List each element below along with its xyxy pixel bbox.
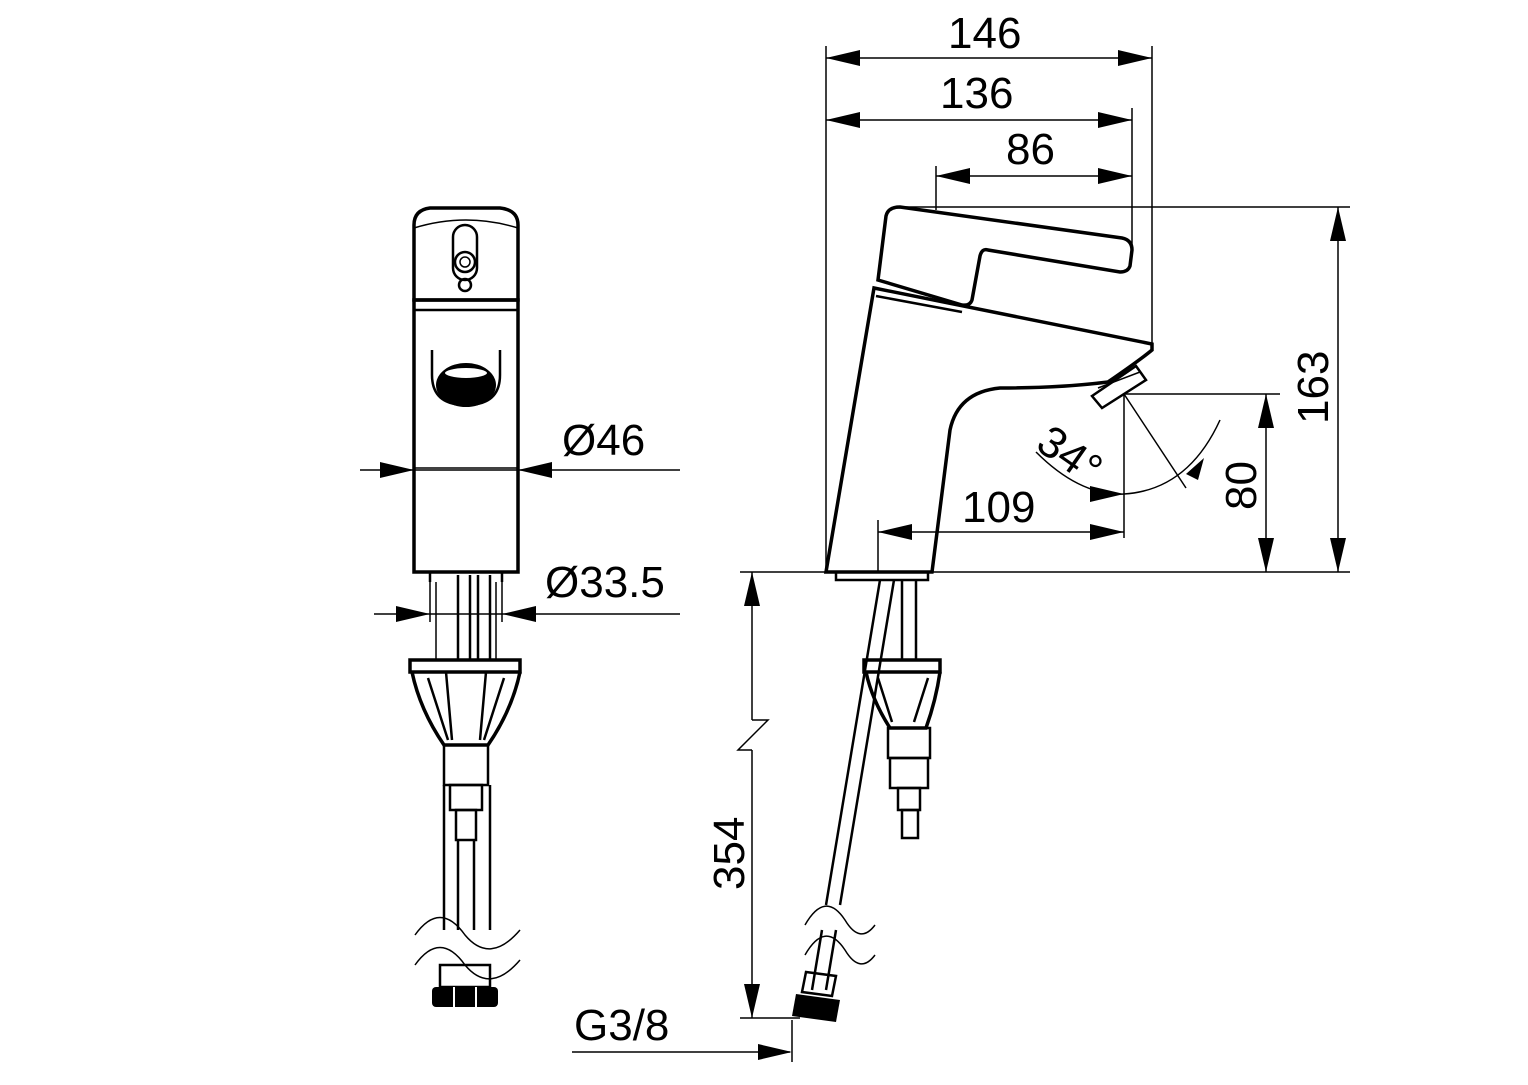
label-total-height: 163 — [1289, 351, 1338, 424]
side-extension-lines — [740, 46, 1350, 573]
front-view — [408, 206, 522, 1007]
dim-hose-length: 354 — [705, 572, 800, 1019]
label-spout-angle: 34° — [1028, 416, 1111, 494]
label-body-diameter: Ø46 — [562, 416, 645, 465]
dim-overall-length: 146 — [826, 9, 1152, 66]
label-spout-reach: 136 — [940, 69, 1013, 118]
dim-shank-diameter: Ø33.5 — [374, 558, 680, 622]
label-connection-thread: G3/8 — [574, 1001, 669, 1050]
label-overall-length: 146 — [948, 9, 1021, 58]
dim-spout-reach: 136 — [826, 69, 1132, 128]
dim-spout-projection: 109 — [878, 483, 1124, 540]
dim-spout-height: 80 — [1217, 394, 1274, 572]
label-spout-projection: 109 — [962, 483, 1035, 532]
dim-lever-length: 86 — [936, 125, 1132, 184]
label-lever-length: 86 — [1006, 125, 1055, 174]
dim-connection-thread: G3/8 — [572, 1001, 793, 1062]
dim-body-diameter: Ø46 — [360, 416, 680, 478]
dim-total-height: 163 — [1289, 207, 1346, 572]
side-view — [792, 205, 1154, 1022]
label-shank-diameter: Ø33.5 — [545, 558, 665, 607]
label-hose-length: 354 — [705, 817, 754, 890]
label-spout-height: 80 — [1217, 461, 1266, 510]
